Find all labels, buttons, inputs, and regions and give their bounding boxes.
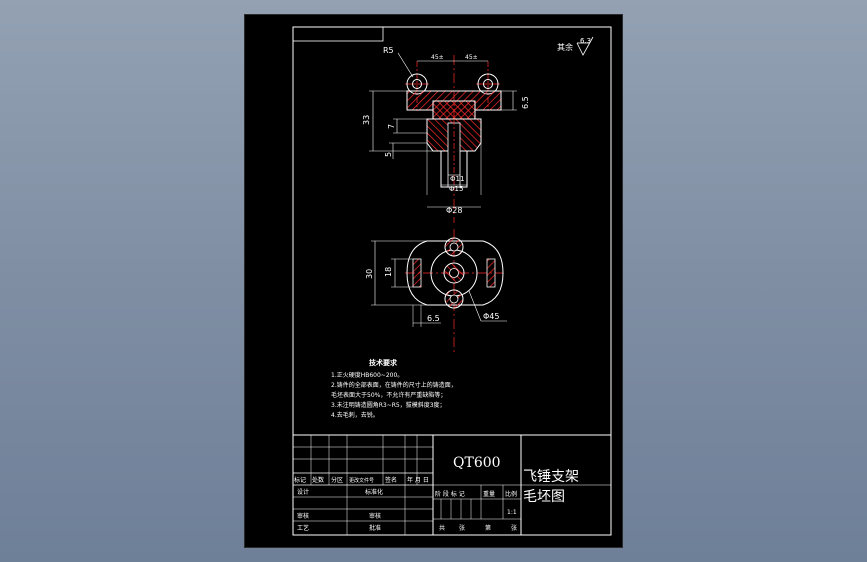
svg-text:30: 30 — [365, 269, 374, 279]
svg-text:45±: 45± — [431, 54, 444, 61]
front-view: R5 45± 45± 33 7 5 6.5 Φ11 Φ15 Φ28 — [362, 46, 530, 223]
svg-text:比例: 比例 — [505, 490, 517, 498]
drawing-type: 毛坯图 — [523, 489, 565, 505]
svg-text:7: 7 — [387, 124, 396, 129]
svg-text:6.5: 6.5 — [521, 96, 530, 109]
technical-requirements: 技术要求 1.正火硬度HB600~200。 2.铸件的全部表面，在铸件的尺寸上的… — [331, 358, 457, 419]
svg-text:更改文件号: 更改文件号 — [349, 477, 374, 484]
svg-text:工艺: 工艺 — [297, 524, 309, 532]
side-outline — [406, 240, 504, 306]
svg-text:4.去毛刺，去锐。: 4.去毛刺，去锐。 — [331, 411, 379, 419]
right-ear-hole — [483, 79, 493, 89]
material-label: QT600 — [453, 455, 501, 471]
svg-text:6.5: 6.5 — [427, 314, 440, 323]
svg-text:技术要求: 技术要求 — [369, 358, 398, 367]
svg-text:5: 5 — [384, 152, 393, 157]
part-name: 飞锤支架 — [523, 469, 579, 485]
svg-text:其余: 其余 — [557, 42, 573, 52]
svg-text:标准化: 标准化 — [365, 488, 383, 496]
svg-text:重量: 重量 — [483, 490, 495, 498]
svg-text:18: 18 — [384, 267, 393, 277]
corner-box — [292, 26, 384, 42]
svg-text:标记: 标记 — [294, 476, 306, 484]
svg-text:处数: 处数 — [312, 476, 324, 484]
svg-text:Φ45: Φ45 — [483, 312, 499, 321]
svg-text:张: 张 — [511, 524, 517, 532]
svg-text:毛坯表面大于50%，不允许有严重缺陷等；: 毛坯表面大于50%，不允许有严重缺陷等； — [331, 391, 446, 399]
svg-text:6.3: 6.3 — [580, 37, 591, 45]
svg-text:张: 张 — [459, 524, 465, 532]
drawing-sheet: 其余 6.3 R5 45± 45± — [244, 14, 623, 548]
svg-text:批准: 批准 — [369, 524, 381, 532]
svg-text:分区: 分区 — [331, 476, 343, 484]
svg-text:第: 第 — [485, 524, 491, 532]
side-view: 30 18 6.5 Φ45 — [365, 229, 507, 355]
svg-text:2.铸件的全部表面，在铸件的尺寸上的铸造面，: 2.铸件的全部表面，在铸件的尺寸上的铸造面， — [331, 381, 457, 389]
svg-text:3.未注明铸造圆角R3~R5，拔模斜度3度；: 3.未注明铸造圆角R3~R5，拔模斜度3度； — [331, 401, 446, 409]
svg-text:45±: 45± — [465, 54, 478, 61]
svg-text:R5: R5 — [383, 46, 394, 55]
svg-text:Φ11: Φ11 — [450, 175, 464, 183]
title-block: 标记 处数 分区 更改文件号 签名 年 月 日 设计 审核 工艺 标准化 审核 … — [292, 434, 612, 536]
svg-text:设计: 设计 — [297, 488, 309, 496]
svg-text:1.正火硬度HB600~200。: 1.正火硬度HB600~200。 — [331, 371, 403, 379]
svg-text:33: 33 — [362, 115, 371, 125]
roughness-symbol: 其余 6.3 — [557, 36, 594, 56]
svg-text:审核: 审核 — [297, 512, 309, 520]
svg-text:签名: 签名 — [385, 476, 397, 484]
svg-text:阶 段 标 记: 阶 段 标 记 — [435, 490, 465, 498]
svg-text:Φ15: Φ15 — [449, 185, 463, 193]
svg-text:Φ28: Φ28 — [446, 206, 462, 215]
left-ear-hole — [412, 79, 422, 89]
svg-text:1:1: 1:1 — [507, 509, 517, 516]
svg-text:共: 共 — [439, 524, 445, 532]
svg-text:年 月 日: 年 月 日 — [407, 476, 429, 484]
svg-text:审核: 审核 — [369, 512, 381, 520]
cad-drawing: 其余 6.3 R5 45± 45± — [292, 26, 612, 536]
